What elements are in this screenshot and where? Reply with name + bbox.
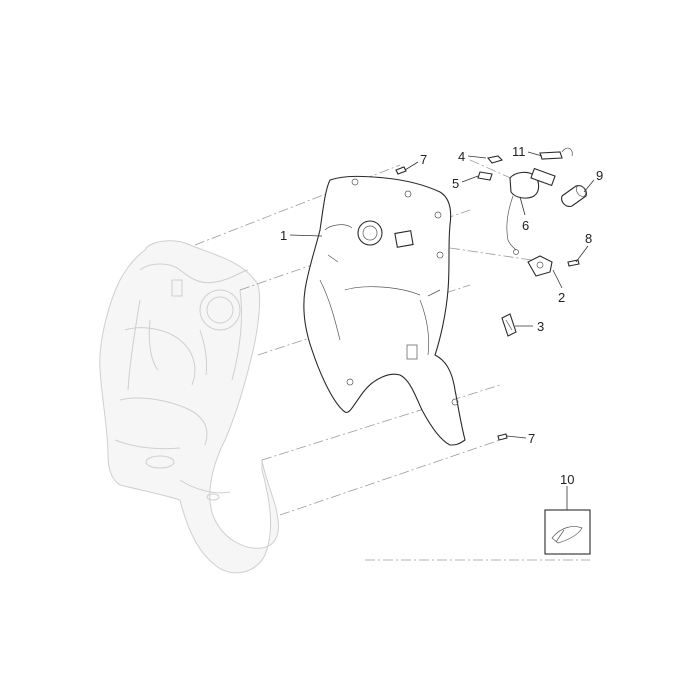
screw-part-4 (487, 155, 504, 164)
callout-9: 9 (596, 168, 603, 183)
barrel-part (561, 185, 587, 207)
callout-6: 6 (522, 218, 529, 233)
key-pin-part (539, 147, 573, 160)
screw-part-7-top (395, 166, 407, 175)
inner-panel-part (303, 175, 466, 446)
callout-10: 10 (560, 472, 574, 487)
front-body-ghost (99, 240, 279, 574)
callout-3: 3 (537, 319, 544, 334)
lock-switch-part (506, 167, 556, 255)
callout-5: 5 (452, 176, 459, 191)
callout-4: 4 (458, 149, 465, 164)
screw-part-5 (477, 171, 493, 181)
bracket-part (527, 255, 553, 277)
kit-box-part (544, 509, 591, 555)
callout-7-bottom: 7 (528, 431, 535, 446)
callout-7-top: 7 (420, 152, 427, 167)
callout-11: 11 (512, 144, 526, 159)
callout-1: 1 (280, 228, 287, 243)
clip-part (501, 313, 517, 337)
screw-part-8 (567, 259, 580, 267)
callout-8: 8 (585, 231, 592, 246)
leader-lines (289, 151, 595, 510)
screw-part-7-bottom (497, 433, 508, 441)
callout-2: 2 (558, 290, 565, 305)
